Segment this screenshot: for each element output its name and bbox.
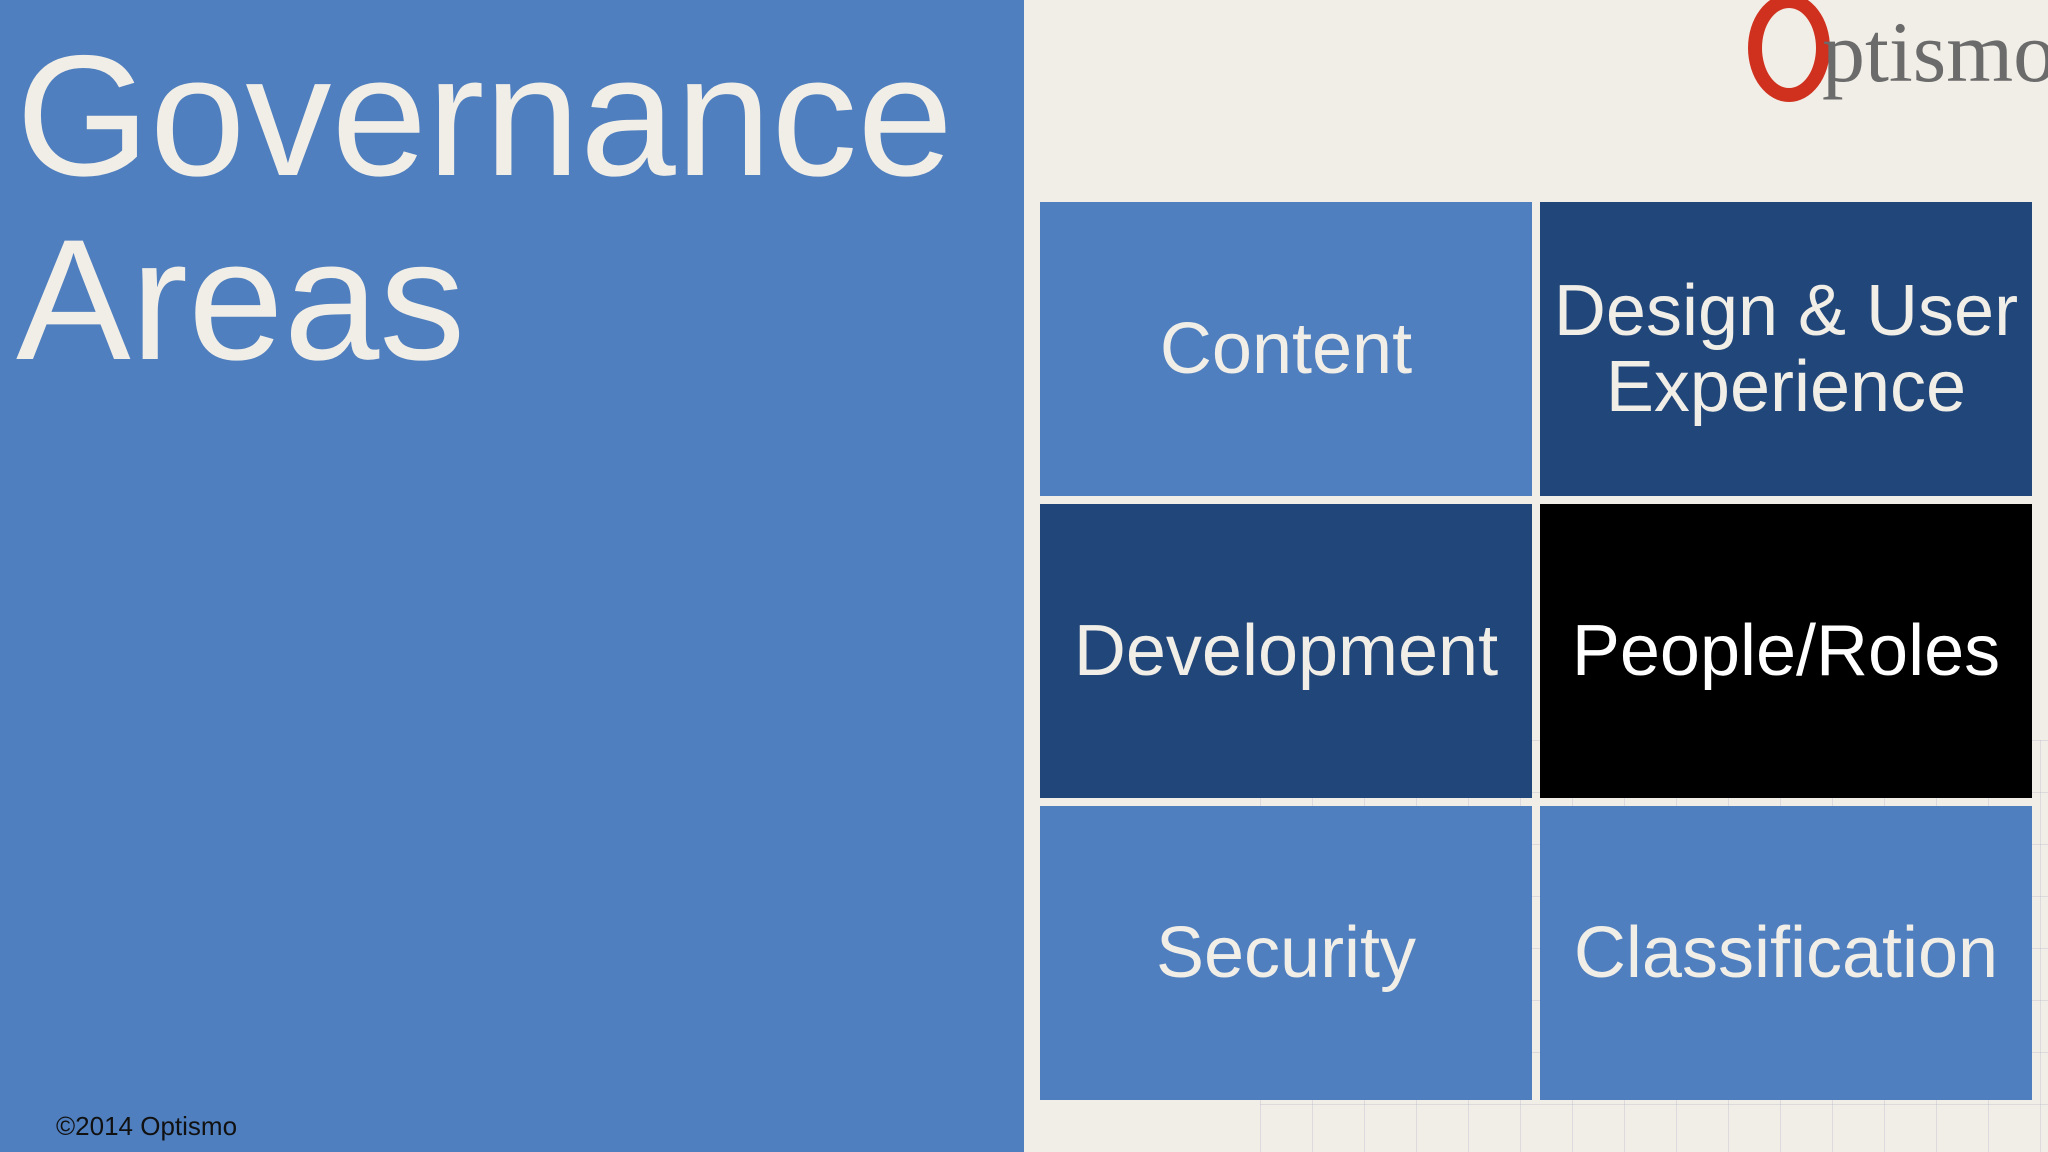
title-line-1: Governance xyxy=(16,20,954,212)
tile-label: Classification xyxy=(1573,913,1999,993)
copyright-text: ©2014 Optismo xyxy=(56,1111,238,1141)
optismo-logo: ptismo xyxy=(1748,0,2048,110)
tile-development: Development xyxy=(1040,504,1532,798)
logo-o-ring xyxy=(1748,0,1830,102)
title-line-2: Areas xyxy=(16,204,466,396)
tile-people-roles: People/Roles xyxy=(1540,504,2032,798)
tile-label: Security xyxy=(1155,913,1417,993)
tile-content: Content xyxy=(1040,202,1532,496)
tile-security: Security xyxy=(1040,806,1532,1100)
slide-title: Governance Areas xyxy=(16,24,953,392)
left-panel: Governance Areas ©2014 Optismo xyxy=(0,0,1024,1152)
tile-label: Development xyxy=(1073,611,1499,691)
tile-design-user-experience: Design & User Experience xyxy=(1540,202,2032,496)
tile-label: Design & User Experience xyxy=(1553,271,2019,427)
tile-classification: Classification xyxy=(1540,806,2032,1100)
tile-label: People/Roles xyxy=(1571,611,2001,691)
logo-wordmark: ptismo xyxy=(1822,4,2048,100)
tile-label: Content xyxy=(1159,309,1413,389)
governance-areas-grid: Content Design & User Experience Develop… xyxy=(1040,202,2032,1102)
